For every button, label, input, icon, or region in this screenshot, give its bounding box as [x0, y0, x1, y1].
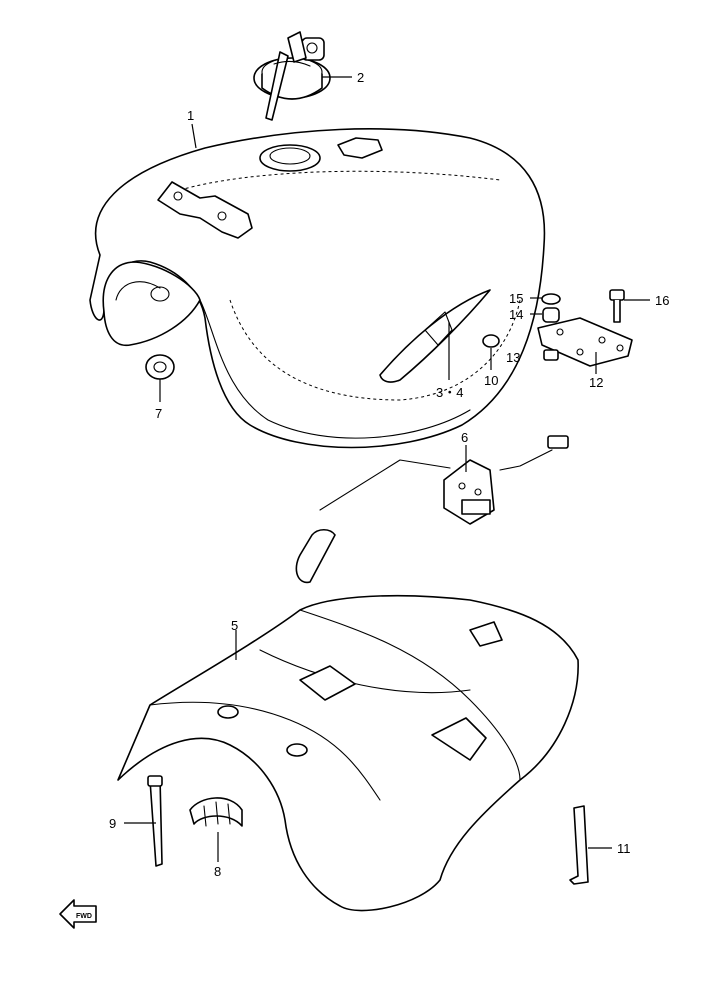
- callout-2: 2: [357, 70, 364, 85]
- callout-8: 8: [214, 864, 221, 879]
- callout-11: 11: [617, 841, 631, 856]
- callout-1: 1: [187, 108, 194, 123]
- nut-lower: [543, 349, 559, 361]
- callout-9: 9: [109, 816, 116, 831]
- forward-direction-arrow: FWD: [59, 899, 97, 929]
- callout-6: 6: [461, 430, 468, 445]
- bolt-16: [609, 289, 625, 323]
- cushion-10: [482, 334, 500, 348]
- callout-14: 14: [509, 307, 523, 322]
- callout-5: 5: [231, 618, 238, 633]
- callout-7: 7: [155, 406, 162, 421]
- fuel-tank: [89, 128, 546, 449]
- mounting-bracket: [537, 317, 633, 367]
- fuel-cap: [253, 31, 331, 121]
- leader-lines: [124, 76, 650, 862]
- grommet: [145, 354, 175, 380]
- fwd-label: FWD: [76, 913, 92, 920]
- callout-3-4: 3・4: [436, 385, 463, 400]
- clip: [189, 797, 243, 827]
- cushion-14: [542, 307, 560, 323]
- seat-cover: [117, 594, 579, 912]
- strap: [569, 805, 589, 885]
- callout-10: 10: [484, 373, 498, 388]
- cable-band: [147, 775, 163, 867]
- callout-12: 12: [589, 375, 603, 390]
- callout-13: 13: [506, 350, 520, 365]
- washer-15: [541, 293, 561, 305]
- arrow-left-icon: [59, 899, 97, 929]
- callout-16: 16: [655, 293, 669, 308]
- fuel-level-gauge: [295, 435, 569, 584]
- callout-15: 15: [509, 291, 523, 306]
